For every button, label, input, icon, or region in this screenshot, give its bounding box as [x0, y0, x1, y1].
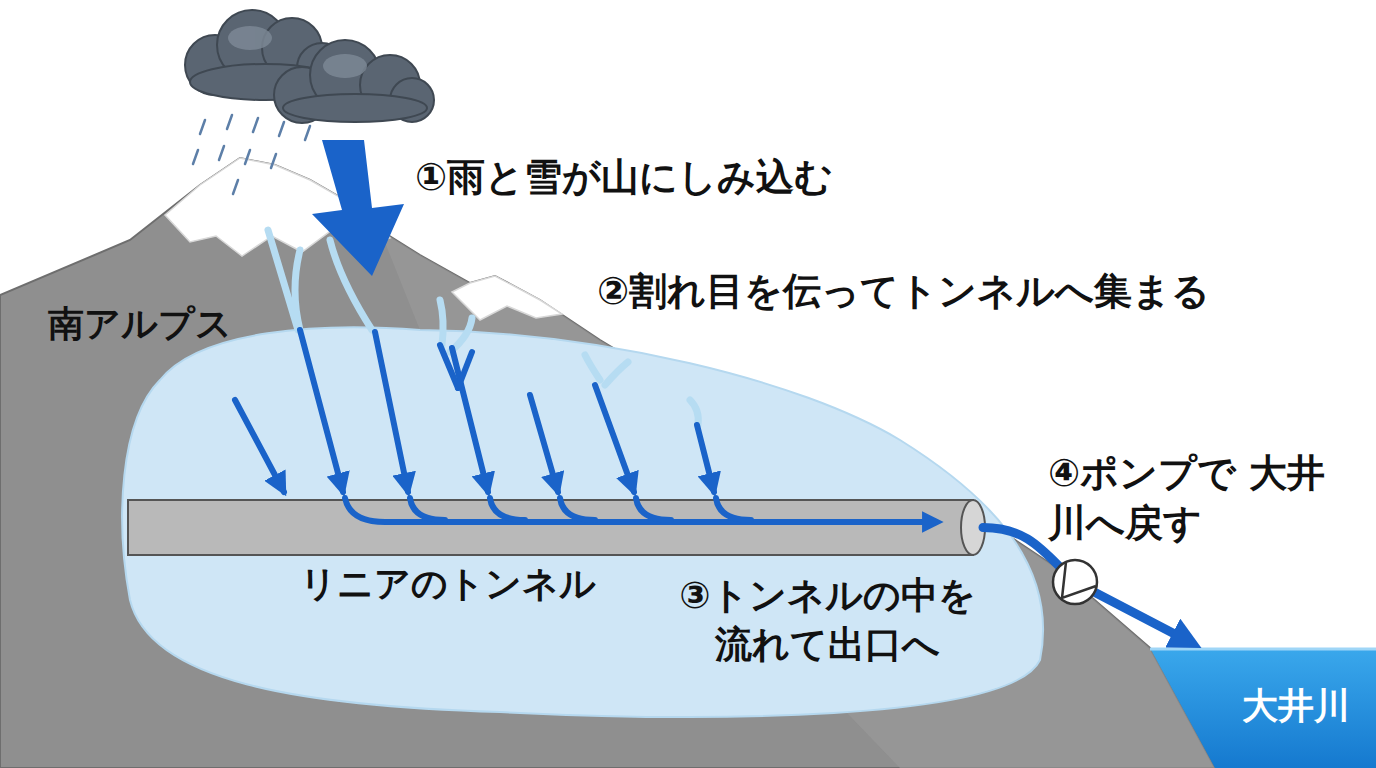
groundwater-zone: [122, 327, 1043, 717]
flow-branch: [490, 498, 525, 520]
crack: [690, 400, 698, 425]
tunnel-body: [128, 500, 973, 555]
river-water: [1150, 648, 1376, 768]
cloud-highlight: [228, 26, 367, 78]
mountain-shape: [0, 158, 1215, 768]
region-name: 南アルプス: [48, 300, 308, 348]
river-label: 大井川: [1242, 682, 1350, 730]
fork-line: [440, 345, 458, 388]
tunnel-outline: [128, 500, 985, 555]
rain-drop: [200, 120, 205, 134]
rain-drop: [233, 180, 238, 194]
crack: [295, 250, 300, 330]
river-surface: [1150, 648, 1376, 651]
seepage-arrow: [235, 400, 284, 492]
rain-drop: [279, 122, 284, 136]
edge-group: [983, 528, 1190, 643]
rain-drop: [253, 118, 258, 132]
flow-branch: [636, 498, 671, 520]
step-label: ③トンネルの中を 流れて出口へ: [660, 572, 995, 670]
rock-cracks: [268, 230, 698, 425]
crack: [605, 362, 628, 385]
cloud-shine: [228, 26, 272, 50]
rain-drop: [245, 150, 250, 164]
flow-arrow: [345, 498, 935, 522]
rain-drop: [193, 150, 198, 164]
pump-symbol: [1053, 560, 1097, 604]
fork-line: [458, 352, 472, 388]
rain-drop: [271, 154, 276, 168]
discharge-arrow: [983, 528, 1190, 643]
tunnel-flow: [345, 498, 935, 522]
seepage-arrow: [452, 348, 488, 492]
step-label: ②割れ目を伝ってトンネルへ集まる: [597, 266, 1317, 316]
rain-drops: [193, 115, 310, 194]
flow-branch: [410, 498, 445, 520]
seepage-arrow: [595, 385, 634, 492]
crack: [585, 355, 600, 380]
rain-drop: [305, 126, 310, 140]
river-node: 大井川: [1150, 648, 1376, 768]
seepage-arrow: [697, 425, 714, 492]
seepage-arrow: [530, 395, 558, 492]
seepage-forks: [440, 345, 472, 388]
flow-branch: [716, 498, 751, 520]
step-label: ①雨と雪が山にしみ込む: [415, 152, 975, 202]
rain-drop: [227, 115, 232, 129]
cloud-base: [283, 94, 427, 122]
cloud-shine: [323, 54, 367, 78]
rain-drop: [219, 146, 224, 160]
step-label: ④ポンプで 大井川へ戻す: [1048, 448, 1348, 548]
seepage-arrows: [235, 330, 714, 492]
snow-cap: [452, 276, 562, 320]
seepage-arrow: [300, 330, 343, 492]
flow-branch: [560, 498, 595, 520]
tunnel-node: リニアのトンネル: [128, 500, 985, 555]
pump-circle: [1053, 560, 1097, 604]
crack: [440, 300, 443, 345]
pump-impeller: [1062, 562, 1096, 598]
infiltration-arrow: [312, 140, 404, 276]
seepage-arrow: [375, 332, 408, 492]
rain-cloud: [185, 10, 434, 123]
tunnel-label: リニアのトンネル: [300, 560, 596, 608]
